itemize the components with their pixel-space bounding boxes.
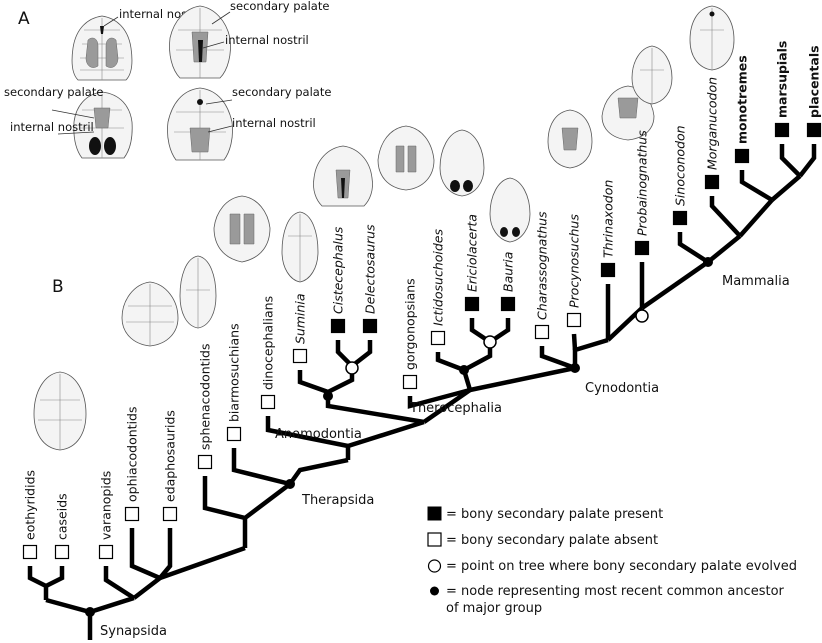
tip-label-caseids: caseids (55, 493, 70, 540)
panel-a-skull-4-illustration (167, 87, 233, 161)
panel-a-skull-3-illustration (73, 91, 133, 159)
palate-state-marker-procynosuchus (566, 312, 582, 328)
tree-topology (27, 144, 817, 640)
tip-label-ericiolacerta: Ericiolacerta (465, 214, 480, 292)
tips-layer: eothyridids caseids varanopids ophiacodonti… (22, 41, 822, 560)
palate-state-marker-marsupials (774, 122, 790, 138)
panel-a-skull-3-label-1: secondary palate (4, 85, 103, 99)
panel-a-skull-2-illustration (169, 5, 231, 79)
panel-a-skull-2-label-2: internal nostril (225, 33, 309, 47)
legend-evolved-label: = point on tree where bony secondary pal… (446, 559, 797, 574)
panel-a-skull-1-illustration (71, 15, 133, 81)
palate-state-marker-eothyridids (22, 544, 38, 560)
palate-state-marker-sphenacodontids (197, 454, 213, 470)
clade-label-synapsida: Synapsida (100, 624, 167, 639)
palate-state-marker-placentals (806, 122, 822, 138)
tip-label-edaphosaurids: edaphosaurids (163, 410, 178, 502)
legend-node-swatch (430, 586, 439, 596)
legend-present-label: = bony secondary palate present (446, 507, 663, 522)
panel-b-skull-illustrations (33, 5, 735, 451)
tip-label-sphenacodontids: sphenacodontids (198, 344, 213, 451)
clade-nodes: Synapsida Therapsida Anomodontia Theroce… (85, 257, 790, 639)
palate-state-marker-ericiolacerta (464, 296, 480, 312)
legend-evolved-swatch (427, 559, 442, 573)
therapsida-node (285, 479, 295, 489)
palate-state-marker-monotremes (734, 148, 750, 164)
tip-label-sinoconodon: Sinoconodon (673, 125, 688, 206)
palate-state-marker-probainognathus (634, 240, 650, 256)
tip-label-suminia: Suminia (293, 293, 308, 344)
panel-a-skull-2-label-1: secondary palate (230, 0, 329, 13)
tip-label-biarmosuchians: biarmosuchians (227, 323, 242, 422)
tip-label-thrinaxodon: Thrinaxodon (601, 180, 616, 258)
palate-state-marker-varanopids (98, 544, 114, 560)
tip-label-morganucodon: Morganucodon (705, 77, 720, 170)
anomodontia-node (323, 391, 333, 401)
palate-state-marker-ophiacodontids (124, 506, 140, 522)
palate-state-marker-caseids (54, 544, 70, 560)
panel-a-skull-3-label-2: internal nostril (10, 120, 94, 134)
palate-state-marker-ictidosuchoides (430, 330, 446, 346)
synapsida-node (85, 607, 95, 617)
legend: = bony secondary palate present = bony s… (427, 506, 797, 616)
tip-label-charassognathus: Charassognathus (535, 211, 550, 320)
tip-label-placentals: placentals (807, 45, 822, 118)
tip-label-ictidosuchoides: Ictidosuchoides (431, 229, 446, 326)
tip-label-marsupials: marsupials (775, 41, 790, 118)
palate-state-marker-dinocephalians (260, 394, 276, 410)
clade-label-mammalia: Mammalia (722, 274, 790, 289)
therocephalia-node (459, 365, 469, 375)
tip-label-delectosaurus: Delectosaurus (363, 224, 378, 314)
tip-label-cistecephalus: Cistecephalus (331, 226, 346, 314)
tip-label-bauria: Bauria (501, 252, 516, 292)
legend-node-label-1: = node representing most recent common a… (446, 584, 785, 599)
palate-state-marker-morganucodon (704, 174, 720, 190)
palate-evolved-point-cynodont (635, 309, 649, 323)
tip-label-probainognathus: Probainognathus (635, 130, 650, 236)
cynodontia-node (570, 363, 580, 373)
legend-present-swatch (427, 506, 442, 521)
tip-label-eothyridids: eothyridids (23, 470, 38, 540)
tip-label-gorgonopsians: gorgonopsians (403, 278, 418, 370)
palate-evolved-point-anomodont (345, 361, 359, 375)
legend-node-label-2: of major group (446, 601, 542, 616)
panel-b-label: B (52, 277, 64, 297)
tip-label-procynosuchus: Procynosuchus (567, 214, 582, 308)
tip-label-ophiacodontids: ophiacodontids (125, 407, 140, 502)
palate-state-marker-charassognathus (534, 324, 550, 340)
tip-label-varanopids: varanopids (99, 471, 114, 540)
panel-a-skull-4-label-2: internal nostril (232, 116, 316, 130)
palate-state-marker-cistecephalus (330, 318, 346, 334)
palate-state-marker-bauria (500, 296, 516, 312)
palate-state-marker-gorgonopsians (402, 374, 418, 390)
palate-state-marker-suminia (292, 348, 308, 364)
clade-label-therocephalia: Therocephalia (409, 401, 502, 416)
palate-state-marker-delectosaurus (362, 318, 378, 334)
legend-absent-label: = bony secondary palate absent (446, 533, 658, 548)
palate-state-marker-biarmosuchians (226, 426, 242, 442)
palate-state-marker-sinoconodon (672, 210, 688, 226)
clade-label-therapsida: Therapsida (301, 493, 374, 508)
panel-a-label: A (18, 9, 30, 29)
clade-label-anomodontia: Anomodontia (275, 427, 362, 442)
mammalia-node (703, 257, 713, 267)
palate-state-marker-thrinaxodon (600, 262, 616, 278)
tip-label-dinocephalians: dinocephalians (261, 296, 276, 390)
panel-a-skull-4-label-1: secondary palate (232, 85, 331, 99)
clade-label-cynodontia: Cynodontia (585, 381, 659, 396)
tip-label-monotremes: monotremes (735, 55, 750, 144)
palate-evolved-point-therocephalian (483, 335, 497, 349)
legend-absent-swatch (427, 532, 442, 547)
palate-state-marker-edaphosaurids (162, 506, 178, 522)
